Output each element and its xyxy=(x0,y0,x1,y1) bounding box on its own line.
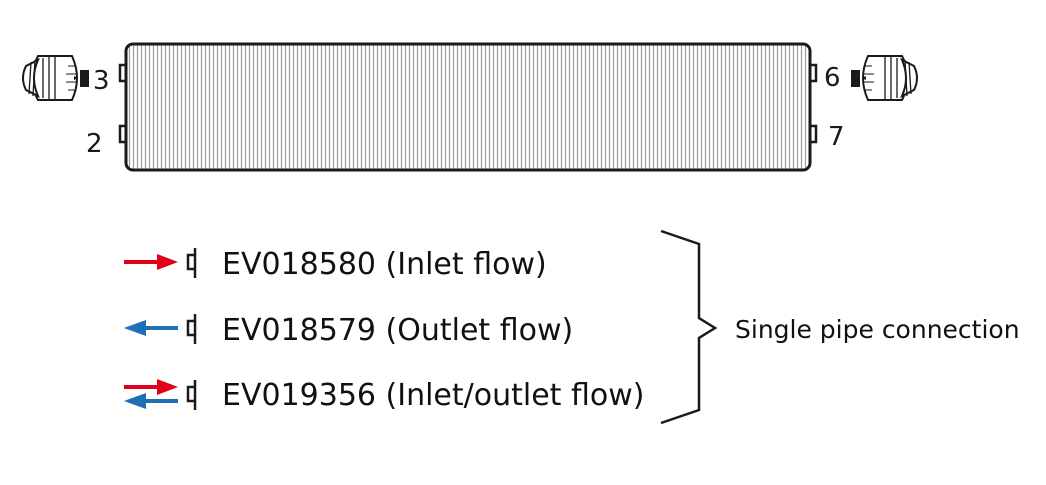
arrow-left-icon xyxy=(124,320,178,336)
port-label-top-left: 3 xyxy=(93,66,110,96)
arrow-right-icon xyxy=(124,254,178,270)
port-label-bottom-left: 2 xyxy=(86,129,103,159)
port-lug-bottom-right xyxy=(810,124,818,144)
legend-item: EV018580 (Inlet flow) xyxy=(124,247,547,282)
arrow-right-icon xyxy=(124,379,178,395)
pipe-connector-icon xyxy=(186,380,197,410)
legend-label: EV019356 (Inlet/outlet flow) xyxy=(222,378,644,413)
thermostatic-valve-head-icon xyxy=(851,55,918,101)
legend-label: EV018580 (Inlet flow) xyxy=(222,247,547,282)
radiator xyxy=(118,42,818,172)
port-lug-top-right xyxy=(810,63,818,83)
port-label-bottom-right: 7 xyxy=(828,122,845,152)
legend-item: EV019356 (Inlet/outlet flow) xyxy=(124,378,644,413)
radiator-body xyxy=(124,42,812,172)
grouping-brace xyxy=(660,229,718,425)
legend-label: EV018579 (Outlet flow) xyxy=(222,313,573,348)
port-lug-bottom-left xyxy=(118,124,126,144)
port-lug-top-left xyxy=(118,63,126,83)
port-label-top-right: 6 xyxy=(824,63,841,93)
thermostatic-valve-head-icon xyxy=(22,55,89,101)
pipe-connector-icon xyxy=(186,314,197,344)
arrow-left-icon xyxy=(124,393,178,409)
group-label: Single pipe connection xyxy=(735,315,1020,344)
pipe-connector-icon xyxy=(186,248,197,278)
legend-item: EV018579 (Outlet flow) xyxy=(124,313,573,348)
